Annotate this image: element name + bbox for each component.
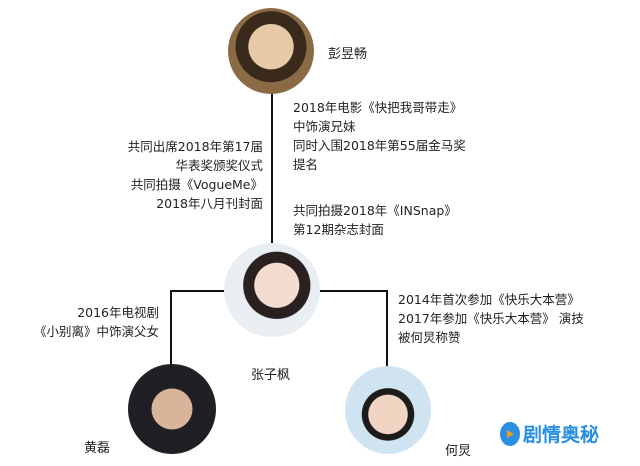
text-line: 第12期杂志封面 — [293, 222, 384, 237]
watermark-logo-icon — [500, 421, 520, 446]
text-line: 被何炅称赞 — [398, 330, 461, 345]
connector-top — [271, 92, 273, 244]
relation-left: 2016年电视剧 《小别离》中饰演父女 — [34, 303, 159, 341]
text-line: 2016年电视剧 — [77, 305, 159, 320]
connector-right — [386, 290, 388, 386]
watermark-text: 剧情奥秘 — [523, 424, 600, 446]
text-line: 提名 — [293, 157, 319, 172]
avatar-zhang-zifeng — [224, 243, 320, 337]
text-line: 共同出席2018年第17届 — [127, 139, 263, 154]
connector-left — [170, 290, 172, 386]
text-line: 华表奖颁奖仪式 — [175, 158, 263, 173]
text-line: 共同拍摄《VogueMe》 — [130, 177, 263, 192]
text-line: 2014年首次参加《快乐大本营》 — [398, 292, 580, 307]
text-line: 2018年电影《快把我哥带走》 — [293, 100, 463, 115]
text-line: 《小别离》中饰演父女 — [33, 324, 159, 339]
text-line: 同时入围2018年第55届金马奖 — [293, 138, 466, 153]
relation-top-right-2: 共同拍摄2018年《INSnap》 第12期杂志封面 — [293, 201, 457, 239]
name-center: 张子枫 — [251, 368, 291, 383]
name-right: 何炅 — [445, 444, 472, 459]
text-line: 2018年八月刊封面 — [156, 196, 263, 211]
relation-right: 2014年首次参加《快乐大本营》 2017年参加《快乐大本营》 演技 被何炅称赞 — [398, 290, 584, 347]
name-top: 彭昱畅 — [328, 47, 368, 62]
text-line: 中饰演兄妹 — [293, 119, 356, 134]
name-left: 黄磊 — [84, 441, 111, 456]
text-line: 2017年参加《快乐大本营》 演技 — [398, 311, 584, 326]
watermark: 剧情奥秘 — [500, 420, 599, 447]
avatar-huang-lei — [128, 364, 216, 454]
avatar-peng-yuchang — [228, 8, 314, 94]
avatar-he-jiong — [345, 366, 431, 454]
relation-top-right: 2018年电影《快把我哥带走》 中饰演兄妹 同时入围2018年第55届金马奖 提… — [293, 98, 466, 174]
relation-top-left: 共同出席2018年第17届 华表奖颁奖仪式 共同拍摄《VogueMe》 2018… — [128, 137, 263, 213]
text-line: 共同拍摄2018年《INSnap》 — [293, 203, 457, 218]
